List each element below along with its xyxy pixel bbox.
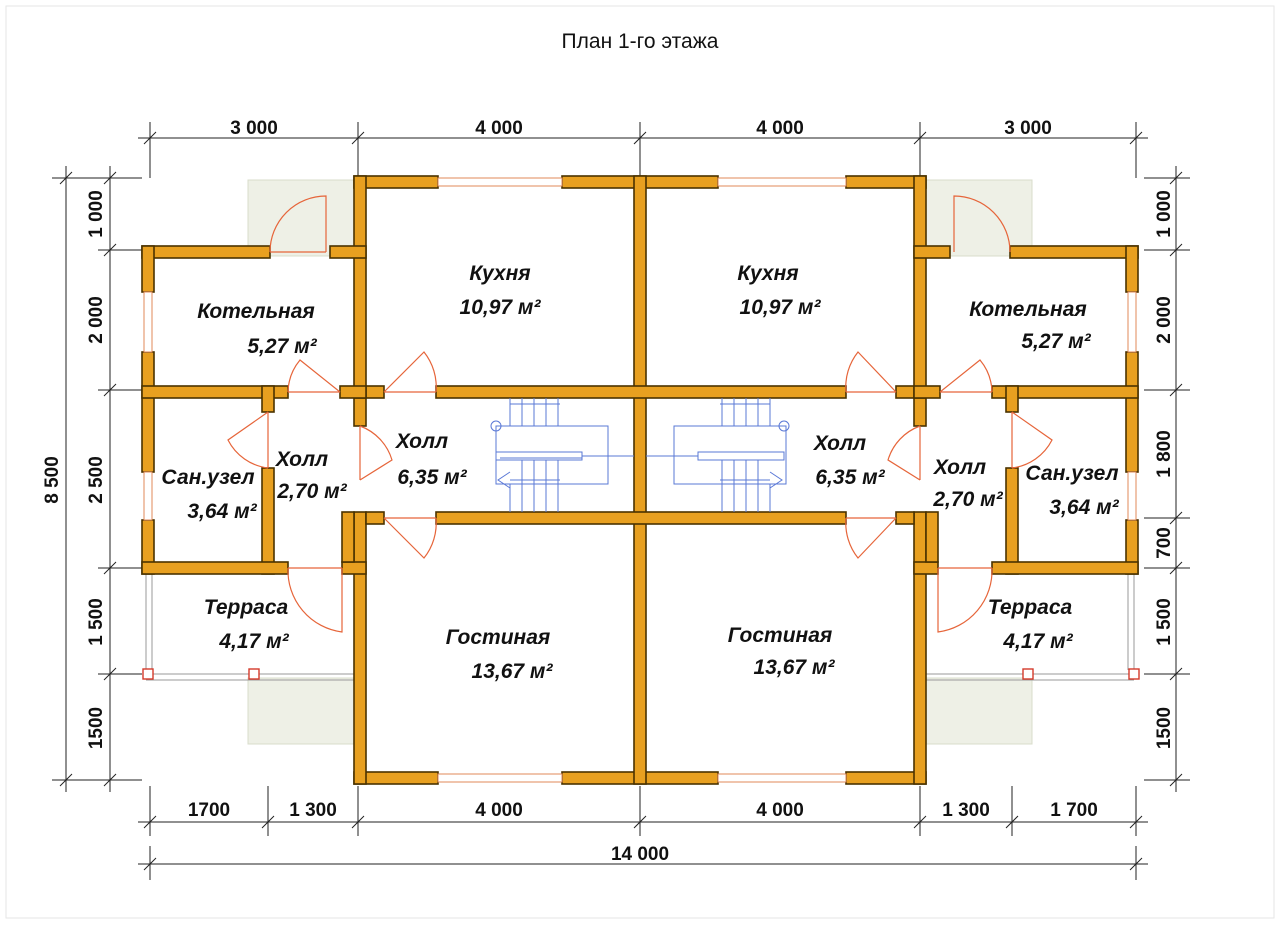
room-boiler-left-area: 5,27 м² [247,335,317,358]
room-terrace-right-name: Терраса [988,596,1073,619]
plan-title: План 1-го этажа [562,30,719,53]
terrace-columns [142,668,1140,680]
dim-left-4: 1 500 [86,598,107,646]
room-living-right-name: Гостиная [728,624,833,647]
dim-bottom-1: 1700 [188,800,230,821]
room-kitchen-right-area: 10,97 м² [740,296,822,319]
room-hall-small-left-area: 2,70 м² [276,480,347,503]
room-bath-left-area: 3,64 м² [187,500,257,523]
dim-bottom-4: 4 000 [756,800,804,821]
room-living-right-area: 13,67 м² [754,656,836,679]
staircase-left [490,398,634,512]
dim-right-3: 1 800 [1154,430,1175,478]
room-kitchen-left-name: Кухня [469,262,530,285]
room-terrace-right-area: 4,17 м² [1002,630,1073,653]
room-hall-small-right-area: 2,70 м² [932,488,1003,511]
room-hall-center-left-name: Холл [395,430,448,453]
room-hall-small-right-name: Холл [933,456,986,479]
room-living-left-name: Гостиная [446,626,551,649]
entrance-pads [247,179,1033,745]
room-terrace-left-area: 4,17 м² [218,630,289,653]
dim-left-1: 1 000 [86,190,107,238]
room-hall-center-right-name: Холл [813,432,866,455]
room-bath-left-name: Сан.узел [161,466,254,489]
dim-left-5: 1500 [86,707,107,749]
room-boiler-right-name: Котельная [969,298,1087,321]
dim-total: 14 000 [611,844,669,865]
dim-bottom-3: 4 000 [475,800,523,821]
room-living-left-area: 13,67 м² [472,660,554,683]
room-hall-small-left-name: Холл [275,448,328,471]
room-boiler-left-name: Котельная [197,300,315,323]
room-terrace-left-name: Терраса [204,596,289,619]
room-kitchen-left-area: 10,97 м² [460,296,542,319]
room-boiler-right-area: 5,27 м² [1021,330,1091,353]
doors [227,195,1053,633]
dim-left-3: 2 500 [86,456,107,504]
walls [141,175,1139,785]
dim-top-4: 3 000 [1004,118,1052,139]
dim-left-total: 8 500 [42,456,63,504]
dim-bottom-5: 1 300 [942,800,990,821]
page-frame [5,5,1275,919]
staircase-right [646,398,790,512]
dim-right-6: 1500 [1154,707,1175,749]
dim-right-2: 2 000 [1154,296,1175,344]
room-kitchen-right-name: Кухня [737,262,798,285]
room-hall-center-right-area: 6,35 м² [815,466,885,489]
dim-right-1: 1 000 [1154,190,1175,238]
room-bath-right-name: Сан.узел [1025,462,1118,485]
windows [143,177,1137,783]
room-bath-right-area: 3,64 м² [1049,496,1119,519]
room-hall-center-left-area: 6,35 м² [397,466,467,489]
dim-right-4: 700 [1154,527,1175,559]
dimension-lines [52,122,1190,880]
dim-top-1: 3 000 [230,118,278,139]
dim-right-5: 1 500 [1154,598,1175,646]
room-labels: Кухня 10,97 м² Кухня 10,97 м² Котельная … [161,262,1119,683]
dim-bottom-2: 1 300 [289,800,337,821]
dim-left-2: 2 000 [86,296,107,344]
dim-bottom-6: 1 700 [1050,800,1098,821]
dim-top-2: 4 000 [475,118,523,139]
dim-top-3: 4 000 [756,118,804,139]
